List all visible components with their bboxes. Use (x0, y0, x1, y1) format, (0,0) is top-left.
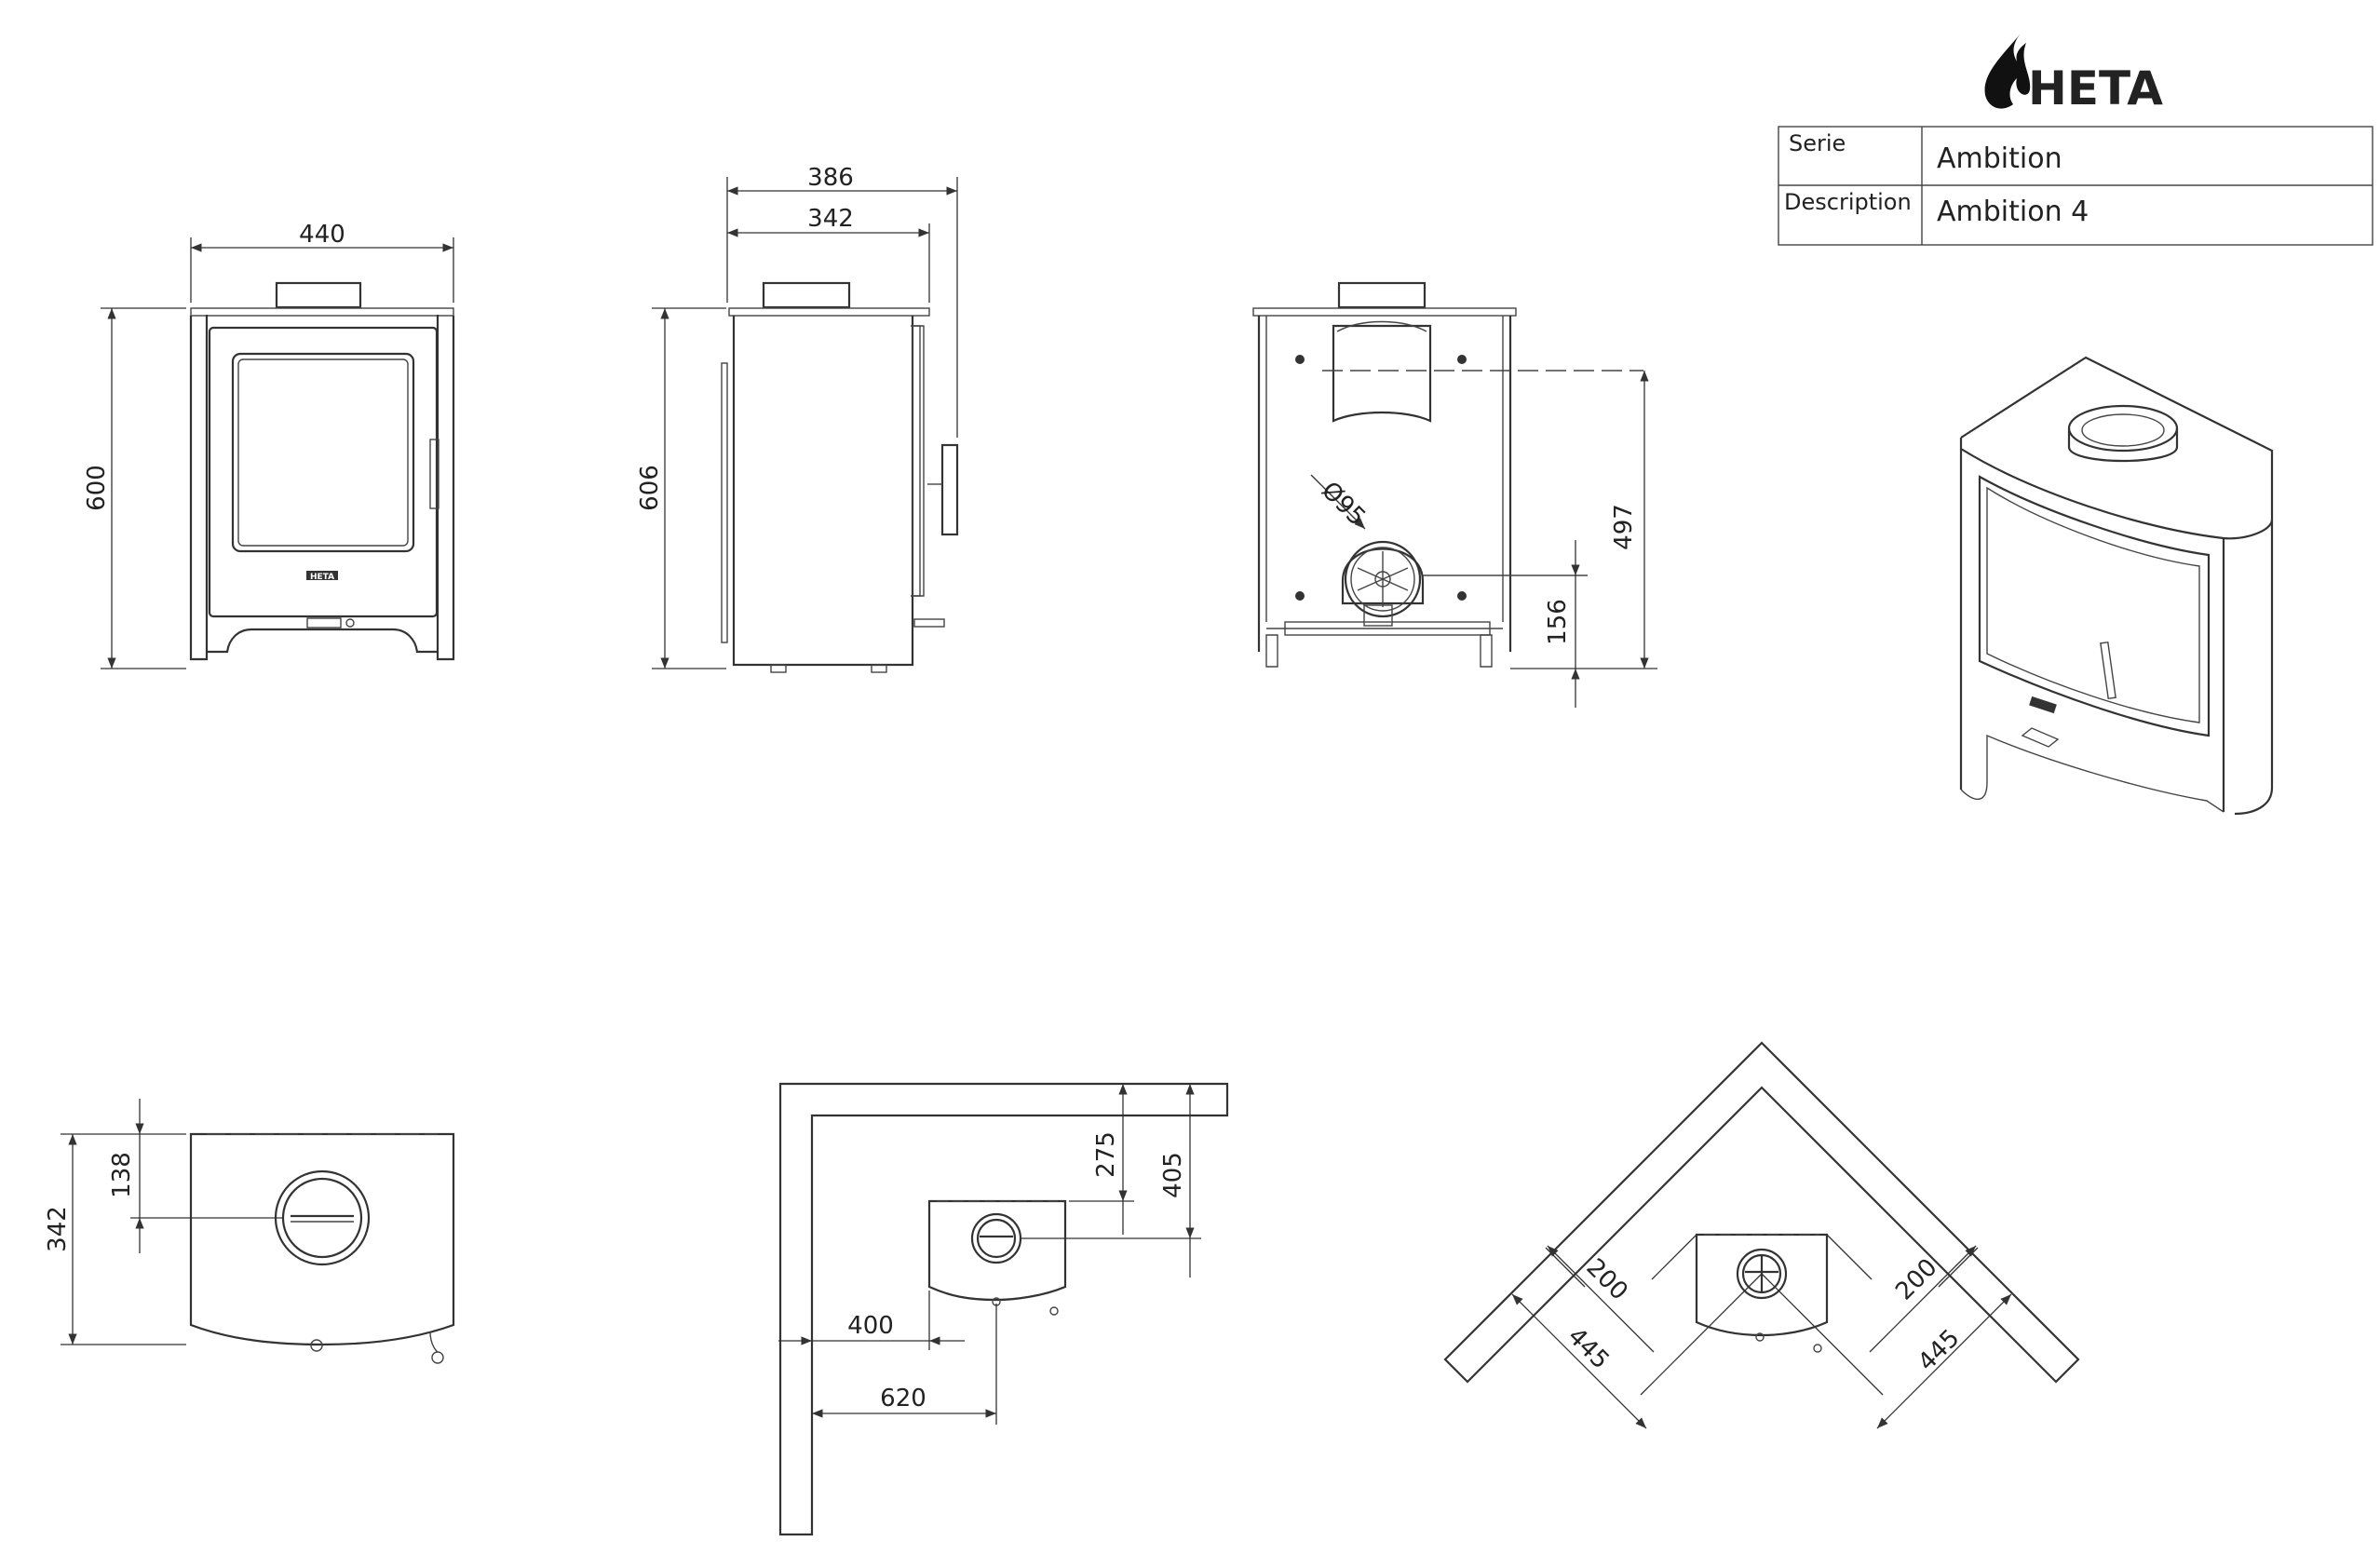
title-block: Serie Ambition Description Ambition 4 (1778, 126, 2373, 246)
top-flue-offset-dim: 138 (108, 1152, 136, 1198)
corner-right-to-center-dim: 445 (1913, 1324, 1965, 1376)
wall-side-clearance-dim: 400 (847, 1312, 894, 1340)
top-view: 342 138 (44, 1099, 455, 1364)
flame-icon (1984, 34, 2031, 109)
front-height-dim: 600 (83, 465, 111, 511)
corner-install-plan: 200 200 445 445 (1443, 1041, 2080, 1429)
serie-value: Ambition (1937, 142, 2062, 175)
wall-back-clearance-dim: 275 (1092, 1131, 1120, 1178)
top-depth-dim: 342 (44, 1206, 72, 1252)
side-body-depth-dim: 342 (807, 205, 854, 233)
side-height-dim: 606 (636, 465, 664, 511)
isometric-view (1959, 356, 2274, 816)
front-width-dim: 440 (299, 221, 345, 249)
side-overall-depth-dim: 386 (807, 164, 854, 192)
wall-back-to-center-dim: 405 (1159, 1152, 1187, 1198)
description-label: Description (1784, 189, 1912, 215)
heta-logo: HETA (1984, 34, 2163, 115)
front-badge: HETA (310, 573, 334, 582)
rear-flue-height-dim: 497 (1610, 504, 1638, 550)
serie-label: Serie (1789, 130, 1846, 156)
logo-text: HETA (2028, 61, 2163, 115)
rear-flue-diameter-dim: Ø95 (1316, 477, 1371, 532)
rear-view: Ø95 497 156 (1252, 281, 1657, 708)
side-view: 386 342 606 (636, 164, 959, 673)
description-value: Ambition 4 (1937, 196, 2089, 228)
wall-side-to-center-dim: 620 (880, 1385, 926, 1413)
front-view: HETA 440 600 (83, 221, 455, 669)
rear-inlet-height-dim: 156 (1544, 599, 1572, 645)
corner-left-to-center-dim: 445 (1562, 1322, 1614, 1374)
wall-install-plan: 275 405 400 620 (778, 1082, 1229, 1536)
